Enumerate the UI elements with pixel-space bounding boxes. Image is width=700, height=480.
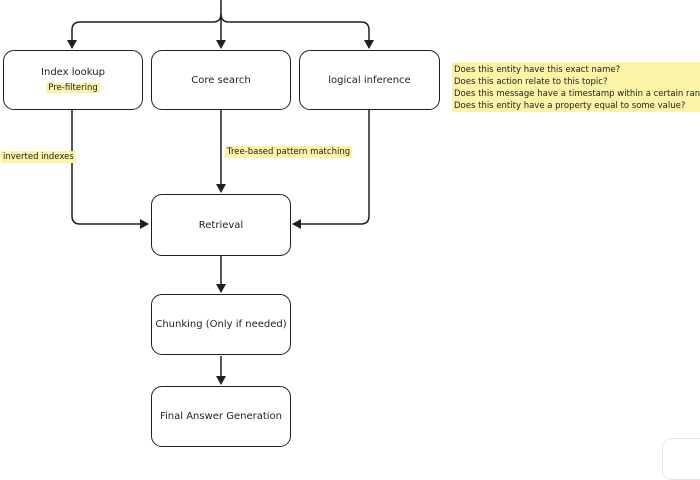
question-item: Does this action relate to this topic? — [454, 77, 608, 87]
node-retrieval: Retrieval — [151, 194, 291, 256]
node-index-lookup: Index lookup Pre-filtering — [3, 50, 143, 110]
connector-top-to-logic — [220, 13, 374, 49]
connector-index-to-retrieval — [71, 110, 149, 229]
node-chunking: Chunking (Only if needed) — [151, 294, 291, 355]
annotation-tree-based: Tree-based pattern matching — [225, 146, 353, 158]
node-chunking-label: Chunking (Only if needed) — [155, 319, 287, 330]
node-retrieval-label: Retrieval — [198, 219, 244, 231]
node-logical-inference-label: logical inference — [328, 74, 411, 86]
question-item: Does this message have a timestamp withi… — [454, 89, 700, 99]
node-final-answer-label: Final Answer Generation — [159, 411, 283, 422]
question-item: Does this entity have a property equal t… — [454, 101, 686, 111]
node-core-search-label: Core search — [191, 74, 251, 86]
connector-top-split — [67, 0, 222, 49]
connector-layer — [67, 0, 374, 385]
questions-note: Does this entity have this exact name? D… — [452, 62, 700, 112]
node-index-lookup-sublabel: Pre-filtering — [46, 83, 100, 93]
node-index-lookup-label: Index lookup — [41, 67, 105, 78]
annotation-inverted-indexes: inverted indexes — [1, 151, 76, 163]
corner-widget[interactable] — [662, 438, 700, 480]
node-core-search: Core search — [151, 50, 291, 110]
node-logical-inference: logical inference — [299, 50, 440, 110]
connector-logic-to-retrieval — [292, 110, 370, 229]
node-final-answer: Final Answer Generation — [151, 386, 291, 447]
question-item: Does this entity have this exact name? — [454, 65, 621, 75]
